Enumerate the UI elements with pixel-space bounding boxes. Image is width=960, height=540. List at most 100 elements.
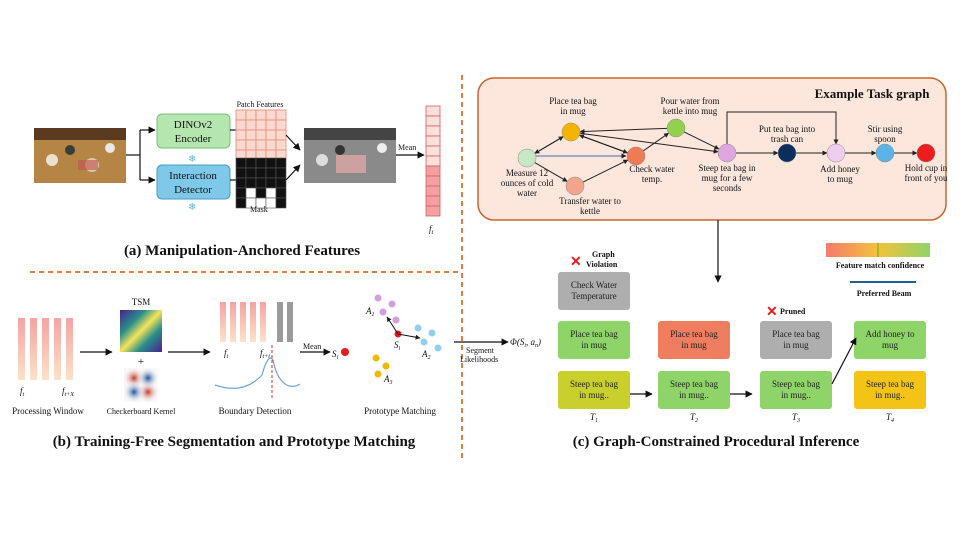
beam-box-t1-steep xyxy=(558,371,630,409)
pruned-label: Pruned xyxy=(780,307,806,316)
caption-c: (c) Graph-Constrained Procedural Inferen… xyxy=(573,434,860,450)
a3-label: A3 xyxy=(383,374,393,386)
task-node-transfer xyxy=(565,176,585,196)
patch-cell xyxy=(245,109,257,121)
patch-cell xyxy=(235,109,247,121)
pruned-x-icon: ✕ xyxy=(766,305,778,320)
preferred-beam-label: Preferred Beam xyxy=(857,289,912,298)
panel-b: ft ft+X Processing Window TSM + Checkerb… xyxy=(12,294,442,450)
graph-violation-label-1: Graph xyxy=(592,250,615,259)
feature-cell xyxy=(425,195,441,207)
feature-cell xyxy=(425,205,441,217)
mask-cell xyxy=(275,187,287,199)
patch-features-label: Patch Features xyxy=(237,100,284,109)
encoder-label-2: Encoder xyxy=(175,133,212,145)
task-node-honey xyxy=(826,143,846,163)
mask-cell xyxy=(275,177,287,189)
mask-label: Mask xyxy=(250,205,268,214)
patch-cell xyxy=(255,109,267,121)
feature-cell xyxy=(425,175,441,187)
patch-cell xyxy=(245,139,257,151)
frozen-icon-1: ❄ xyxy=(188,154,196,165)
beam-box-t2-place xyxy=(658,321,730,359)
task-edge xyxy=(579,127,668,134)
mask-cell xyxy=(275,197,287,209)
tsm-matrix xyxy=(120,310,162,352)
mask-cell xyxy=(245,157,257,169)
mask-cell xyxy=(265,167,277,179)
patch-cell xyxy=(275,109,287,121)
patch-cell xyxy=(275,119,287,131)
processing-window-stripes xyxy=(18,318,73,380)
patch-cell xyxy=(275,139,287,151)
patch-cell xyxy=(265,109,277,121)
task-node-measure xyxy=(517,148,537,168)
masked-frame-image xyxy=(304,128,396,183)
task-node-stir xyxy=(875,143,895,163)
patch-cell xyxy=(265,119,277,131)
patch-cell xyxy=(265,129,277,141)
graph-violation-label-2: Violation xyxy=(586,260,618,269)
segment-likelihoods-label-2: Likelihoods xyxy=(460,355,498,364)
feature-vector xyxy=(425,105,441,217)
task-edge xyxy=(683,131,720,150)
patch-cell xyxy=(245,119,257,131)
ft-label-b: ft xyxy=(20,386,25,398)
mask-cell xyxy=(235,187,247,199)
caption-b: (b) Training-Free Segmentation and Proto… xyxy=(53,434,416,450)
mask-cell xyxy=(275,157,287,169)
task-edge xyxy=(534,136,564,154)
patch-cell xyxy=(235,119,247,131)
a2-label: A2 xyxy=(421,349,431,361)
ftx-label-b: ft+X xyxy=(62,386,74,398)
mask-cell xyxy=(235,177,247,189)
task-edge xyxy=(534,162,568,182)
timestep-label: T1 xyxy=(590,412,598,424)
checkerboard-kernel xyxy=(123,367,159,403)
feature-cell xyxy=(425,165,441,177)
detector-label-2: Detector xyxy=(174,184,212,196)
beam-box-t2-steep xyxy=(658,371,730,409)
ft-label-boundary: ft xyxy=(224,348,229,360)
tsm-label: TSM xyxy=(132,297,151,307)
timestep-label: T2 xyxy=(690,412,698,424)
panel-a: DINOv2 Encoder ❄ Interaction Detector ❄ … xyxy=(34,100,441,259)
feature-cell xyxy=(425,135,441,147)
task-edge xyxy=(578,134,628,154)
patch-cell xyxy=(265,139,277,151)
si-label-b: Si xyxy=(332,349,339,361)
task-edge xyxy=(582,159,629,183)
phi-label: Φ(Si, an) xyxy=(510,337,541,349)
mask-cell xyxy=(275,167,287,179)
confidence-label: Feature match confidence xyxy=(836,261,925,270)
task-edge xyxy=(726,111,839,145)
task-node-place xyxy=(561,122,581,142)
beam-box-t4-steep xyxy=(854,371,926,409)
boundary-curve xyxy=(214,357,301,389)
mask-cell xyxy=(245,167,257,179)
mask-grid xyxy=(235,157,287,209)
beam-box-t3-place xyxy=(760,321,832,359)
task-edge xyxy=(643,132,670,152)
si-label-proto: Si xyxy=(394,340,401,352)
mask-cell xyxy=(255,187,267,199)
interaction-detector-box xyxy=(156,164,231,200)
mask-cell xyxy=(265,177,277,189)
patch-cell xyxy=(245,129,257,141)
prototype-label: Prototype Matching xyxy=(364,406,436,416)
task-node-trash xyxy=(777,143,797,163)
